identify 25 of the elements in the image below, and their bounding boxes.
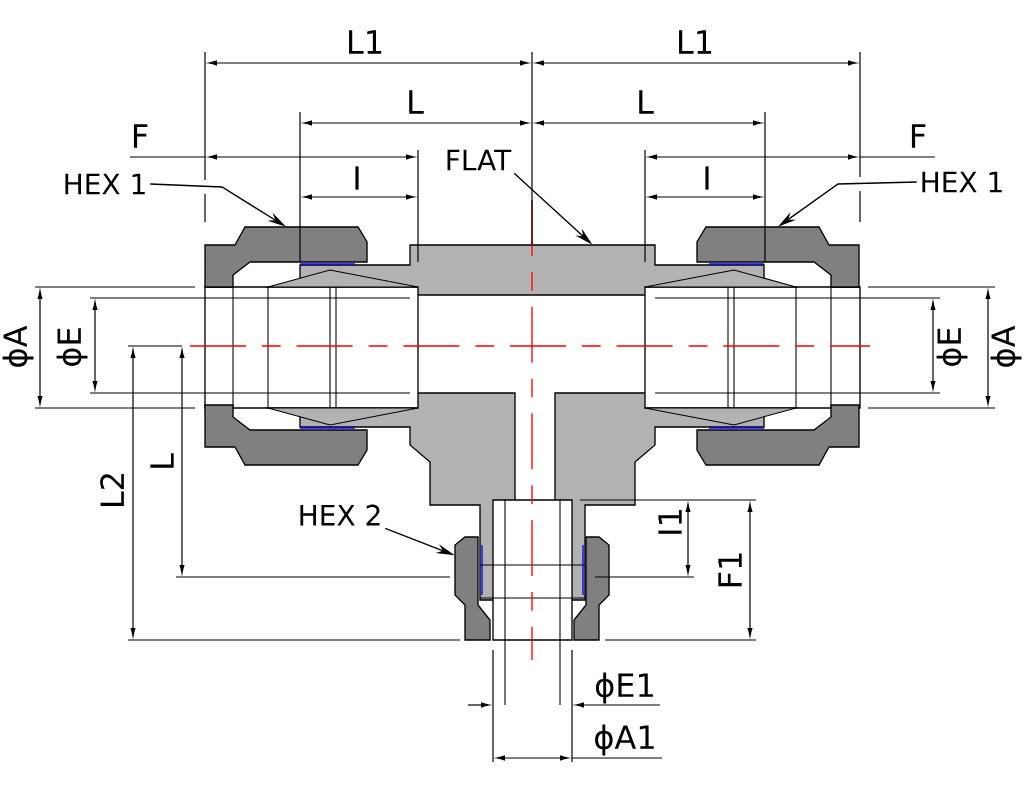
- dimension-label: L2: [100, 474, 124, 506]
- dimension-label: ϕE1: [595, 672, 653, 704]
- dimension-label: I1: [658, 510, 682, 534]
- callout-text: HEX 1: [922, 171, 1002, 193]
- dimension-label: F: [133, 124, 148, 148]
- dimension-label: L: [150, 453, 174, 468]
- dimension-label: ϕE: [936, 328, 968, 366]
- nut-drawing: [204, 226, 368, 466]
- nut-drawing: [696, 226, 860, 466]
- dimension-label: F1: [718, 553, 742, 587]
- dimension-label: I: [355, 166, 359, 190]
- nut-drawing: [454, 536, 610, 641]
- callout-text: HEX 2: [300, 504, 380, 526]
- dimension-label: ϕE: [56, 328, 88, 366]
- dimension-label: ϕA: [990, 325, 1022, 367]
- callout-text: HEX 1: [65, 173, 145, 195]
- dimension-label: L: [409, 90, 424, 114]
- dimension-label: I: [705, 166, 709, 190]
- dimension-label: L: [639, 90, 654, 114]
- dimension-label: ϕA: [2, 325, 34, 367]
- callout-text: FLAT: [447, 149, 512, 171]
- dimension-label: ϕA1: [595, 724, 654, 756]
- dimension-label: L1: [679, 30, 712, 54]
- dimension-label: L1: [349, 30, 382, 54]
- dimension-label: F: [911, 124, 926, 148]
